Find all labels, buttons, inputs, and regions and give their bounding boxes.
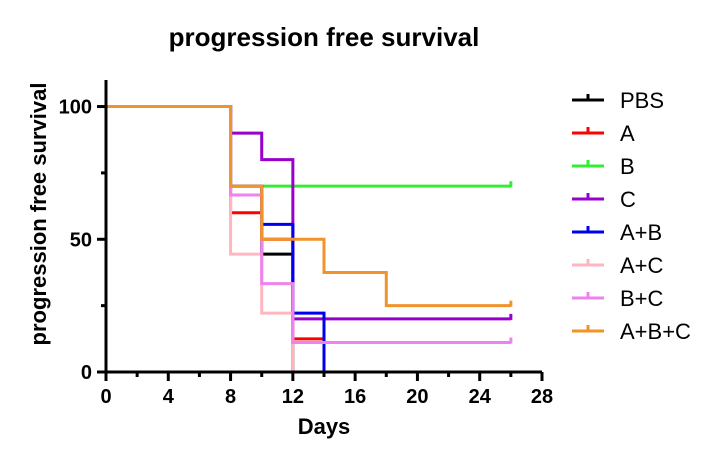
x-tick-label-4: 16 [344, 386, 366, 408]
x-tick-label-7: 28 [531, 386, 553, 408]
series-line-2 [106, 105, 511, 188]
legend-label-6: B+C [620, 286, 664, 311]
x-axis-label: Days [298, 414, 351, 439]
legend-label-2: B [620, 154, 635, 179]
x-tick-label-5: 20 [406, 386, 428, 408]
y-tick-label-1: 50 [70, 229, 92, 251]
plot-area [106, 105, 513, 372]
x-tick-label-1: 4 [163, 386, 175, 408]
series-line-3 [106, 105, 511, 321]
x-tick-label-3: 12 [282, 386, 304, 408]
legend-label-1: A [620, 121, 635, 146]
legend-label-0: PBS [620, 88, 664, 113]
x-tick-label-2: 8 [225, 386, 236, 408]
legend-label-7: A+B+C [620, 319, 691, 344]
series-line-7 [106, 105, 511, 308]
y-tick-label-0: 0 [81, 362, 92, 384]
x-tick-label-6: 24 [469, 386, 492, 408]
legend-label-5: A+C [620, 253, 664, 278]
chart-title: progression free survival [169, 22, 480, 52]
x-tick-label-0: 0 [100, 386, 111, 408]
axes: 0 4 8 12 16 20 24 28 0 50 100 [59, 80, 553, 408]
y-axis-label: progression free survival [26, 83, 51, 346]
legend-label-3: C [620, 187, 636, 212]
legend: PBS ABC A+B A+C B+C A+B+C [572, 88, 691, 344]
legend-label-4: A+B [620, 220, 662, 245]
y-tick-label-2: 100 [59, 97, 92, 119]
